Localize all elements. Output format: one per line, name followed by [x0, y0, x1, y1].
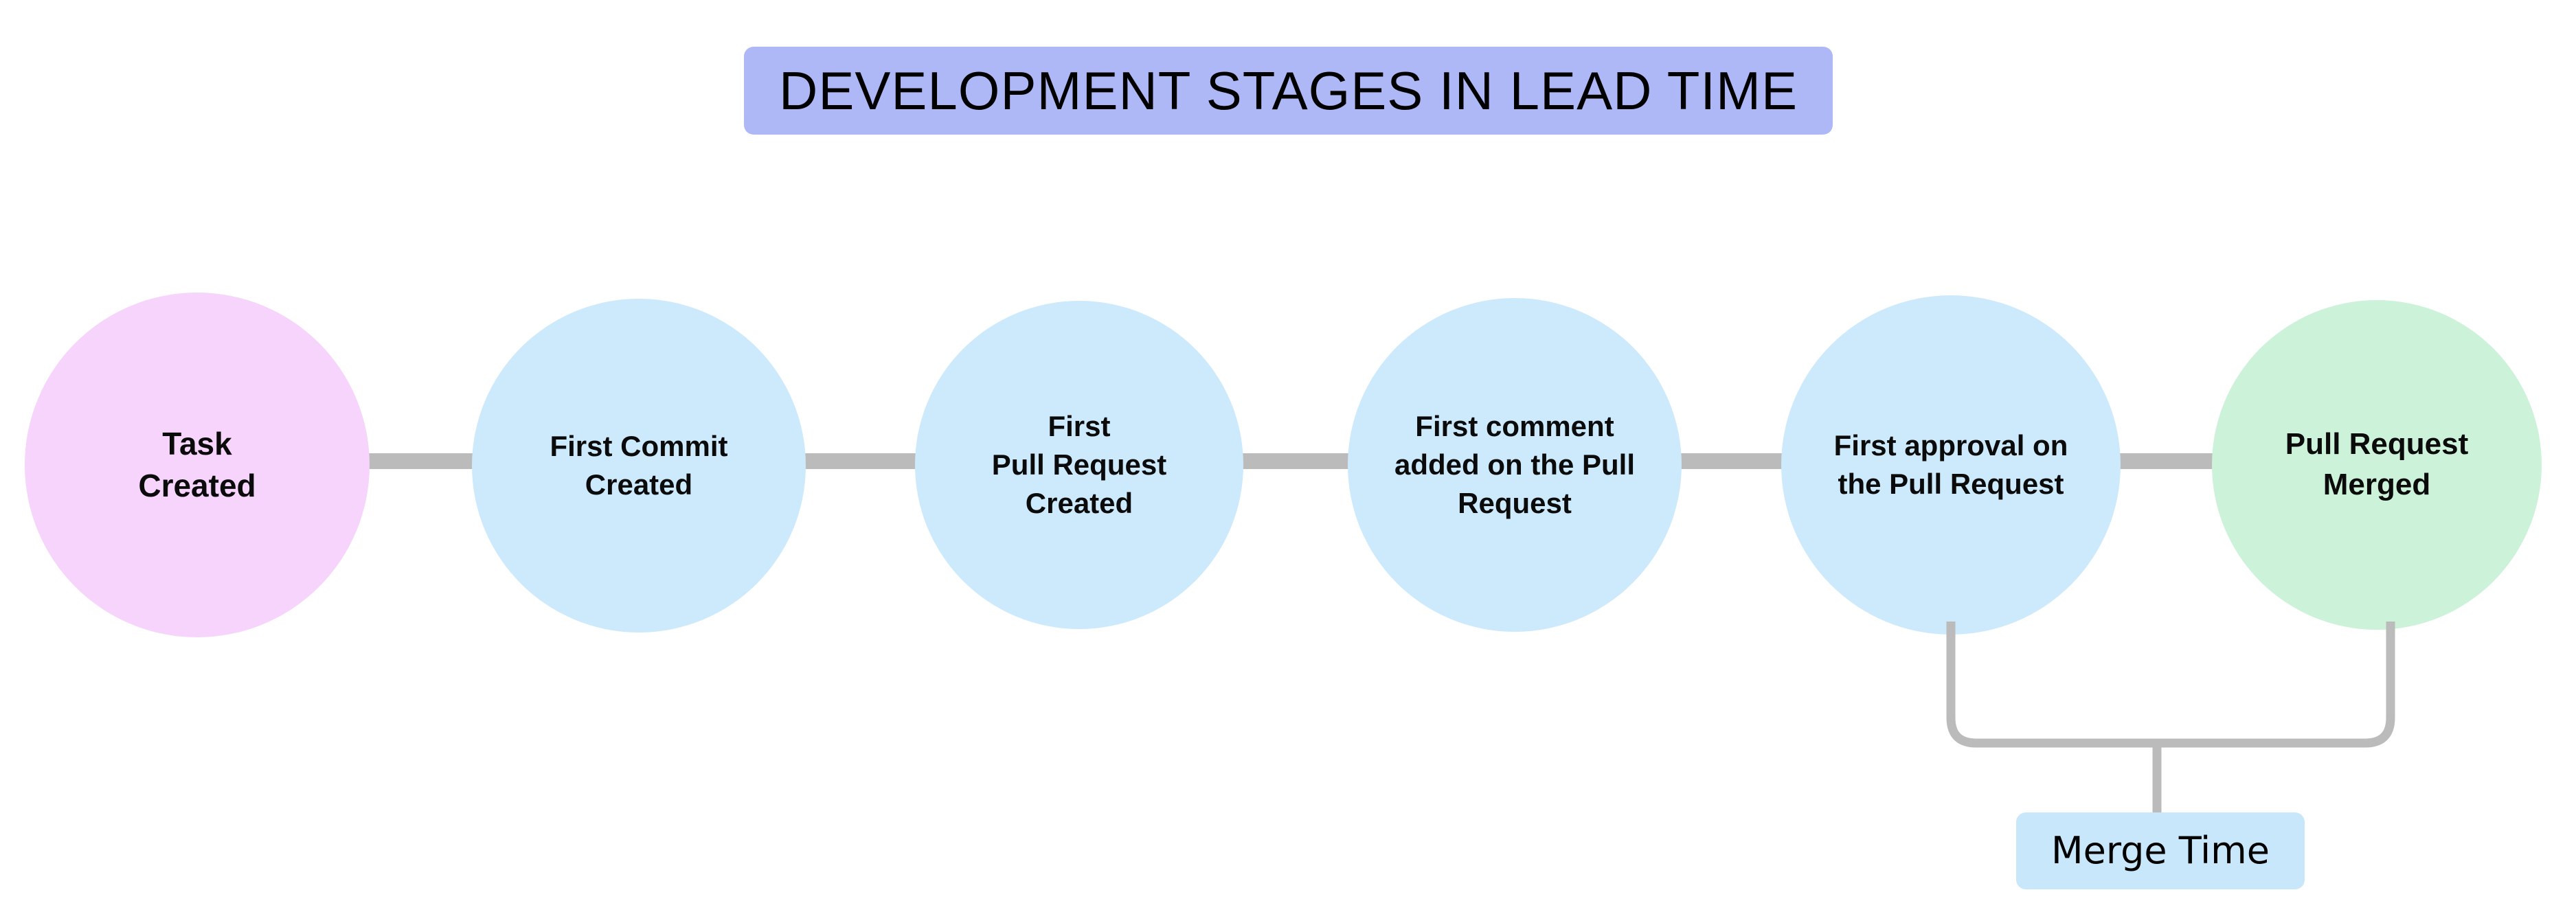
stage-connector-3: [1241, 453, 1353, 469]
stage-node-first-approval-on-pull-request[interactable]: First approval on the Pull Request: [1781, 295, 2121, 635]
stage-node-first-comment-on-pull-request[interactable]: First comment added on the Pull Request: [1348, 298, 1682, 632]
stage-label: Task Created: [138, 425, 256, 503]
stage-node-pull-request-merged[interactable]: Pull Request Merged: [2212, 300, 2542, 630]
stage-node-first-commit-created[interactable]: First Commit Created: [472, 299, 806, 633]
diagram-title-banner: DEVELOPMENT STAGES IN LEAD TIME: [744, 47, 1833, 135]
stage-label: Pull Request Merged: [2285, 427, 2469, 501]
stage-label: First comment added on the Pull Request: [1394, 410, 1635, 519]
stage-connector-2: [802, 453, 920, 469]
merge-time-label: Merge Time: [2051, 829, 2270, 872]
stage-connector-4: [1679, 453, 1785, 469]
merge-time-bracket: [1946, 622, 2395, 817]
stage-label: First approval on the Pull Request: [1833, 429, 2068, 500]
stage-node-task-created[interactable]: Task Created: [25, 293, 370, 637]
stage-label: First Commit Created: [550, 430, 728, 501]
stage-connector-5: [2117, 453, 2215, 469]
page-title: DEVELOPMENT STAGES IN LEAD TIME: [778, 60, 1798, 121]
stage-label: First Pull Request Created: [991, 410, 1167, 519]
stage-connector-1: [365, 453, 476, 469]
stage-node-first-pull-request-created[interactable]: First Pull Request Created: [915, 301, 1243, 629]
merge-time-chip[interactable]: Merge Time: [2016, 812, 2305, 889]
